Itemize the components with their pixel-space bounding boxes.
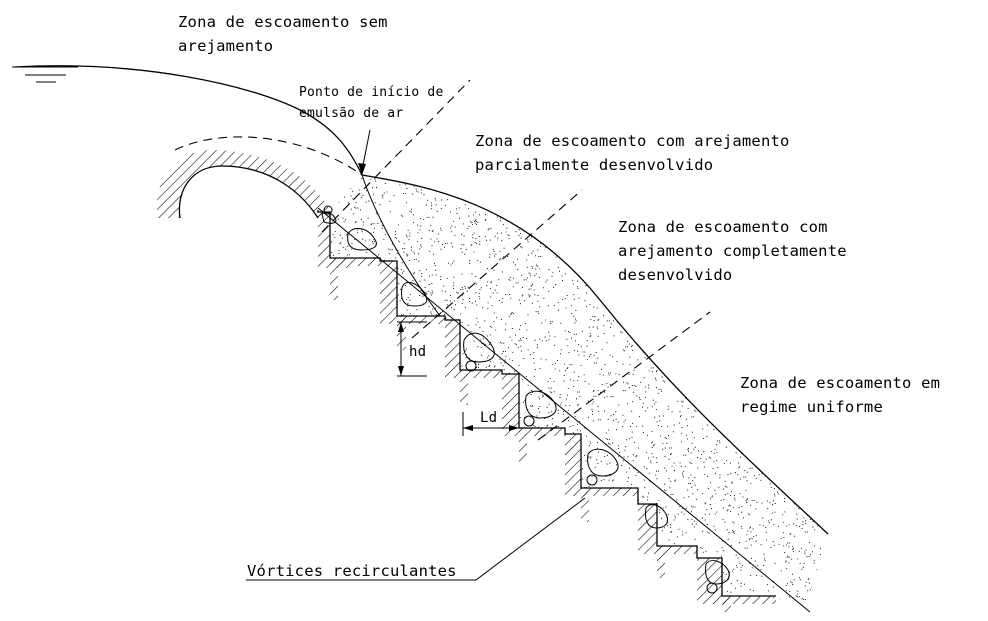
inception-arrow [358,129,371,175]
label-hd: hd [409,344,426,360]
aerated-surface-line [361,174,829,535]
vortex [401,282,428,307]
pseudo-bottom-line [317,207,811,613]
spillway-crest [156,149,330,219]
label-ld: Ld [480,410,497,426]
step-height-dimension [397,321,427,377]
vortex [586,448,619,486]
water-level-symbol [12,66,78,83]
label-zone-no-aeration: Zona de escoamento sem arejamento [178,13,397,55]
vortex [645,504,669,529]
label-zone-partial: Zona de escoamento com arejamento parcia… [475,132,799,174]
inception-boundary-dashed [321,79,471,233]
label-inception-point: Ponto de início de emulsão de ar [299,85,452,121]
vortex [321,205,337,224]
vortices-leader-line [246,497,586,581]
vortex [347,228,377,251]
spillway-steps [317,210,776,612]
vortex [705,560,730,594]
inception-inner-curve [361,174,441,317]
label-zone-full: Zona de escoamento com arejamento comple… [618,218,856,284]
step-length-dimension [462,412,519,436]
label-zone-uniform: Zona de escoamento em regime uniforme [740,374,950,416]
partial-zone-boundary-dashed [411,189,583,339]
vortex [523,390,557,427]
recirculating-vortices [321,205,730,594]
free-surface-line [14,65,363,176]
vortex [463,332,495,372]
label-vortices: Vórtices recirculantes [247,562,457,580]
crest-nappe-dashed [174,136,363,176]
full-zone-boundary-dashed [537,311,711,441]
